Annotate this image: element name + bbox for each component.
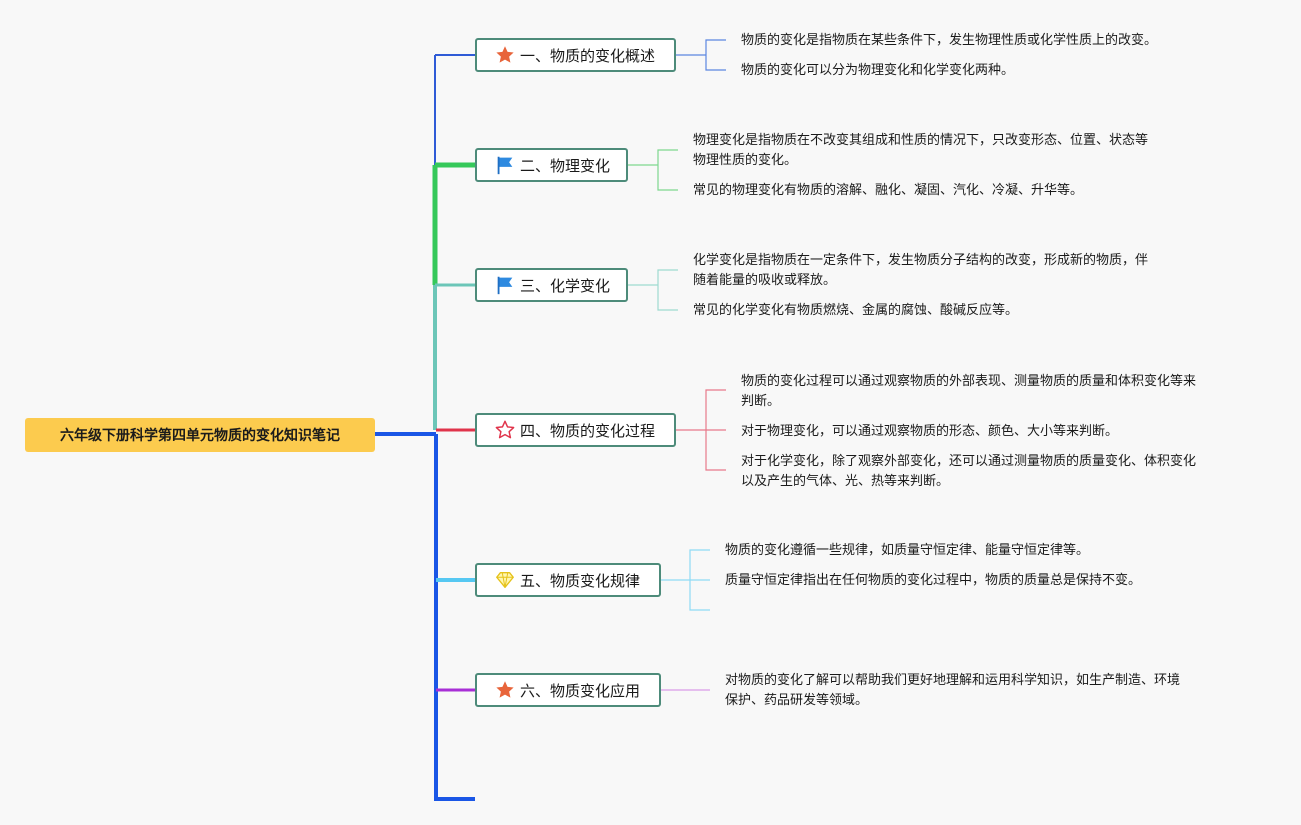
sub-bracket-2 xyxy=(657,149,678,191)
star-orange-icon xyxy=(494,44,516,66)
note-2-1[interactable]: 物理变化是指物质在不改变其组成和性质的情况下，只改变形态、位置、状态等 物理性质… xyxy=(693,131,1148,171)
topic-6[interactable]: 六、物质变化应用 xyxy=(475,673,661,707)
sub-bracket-3 xyxy=(657,269,678,311)
note-line: 保护、药品研发等领域。 xyxy=(725,693,869,708)
root-title: 六年级下册科学第四单元物质的变化知识笔记 xyxy=(60,428,340,444)
topic-label: 一、物质的变化概述 xyxy=(520,46,656,65)
note-5-1[interactable]: 物质的变化遵循一些规律，如质量守恒定律、能量守恒定律等。 xyxy=(725,541,1089,561)
diamond-yellow-icon xyxy=(494,569,516,591)
topic-label: 二、物理变化 xyxy=(520,156,611,175)
note-line: 质量守恒定律指出在任何物质的变化过程中，物质的质量总是保持不变。 xyxy=(725,573,1142,588)
note-5-2[interactable]: 质量守恒定律指出在任何物质的变化过程中，物质的质量总是保持不变。 xyxy=(725,571,1141,591)
note-2-2[interactable]: 常见的物理变化有物质的溶解、融化、凝固、汽化、冷凝、升华等。 xyxy=(693,181,1083,201)
note-line: 物质的变化过程可以通过观察物质的外部表现、测量物质的质量和体积变化等来 xyxy=(741,374,1197,389)
topic-3[interactable]: 三、化学变化 xyxy=(475,268,628,302)
note-line: 常见的化学变化有物质燃烧、金属的腐蚀、酸碱反应等。 xyxy=(693,303,1019,318)
note-6-1[interactable]: 对物质的变化了解可以帮助我们更好地理解和运用科学知识，如生产制造、环境 保护、药… xyxy=(725,671,1180,711)
flag-blue-icon xyxy=(494,274,516,296)
topic-1[interactable]: 一、物质的变化概述 xyxy=(475,38,676,72)
note-line: 化学变化是指物质在一定条件下，发生物质分子结构的改变，形成新的物质，伴 xyxy=(693,253,1149,268)
note-3-1[interactable]: 化学变化是指物质在一定条件下，发生物质分子结构的改变，形成新的物质，伴 随着能量… xyxy=(693,251,1148,291)
flag-blue-icon xyxy=(494,154,516,176)
topic-label: 四、物质的变化过程 xyxy=(520,421,656,440)
note-line: 判断。 xyxy=(741,394,781,409)
topic-label: 三、化学变化 xyxy=(520,276,611,295)
note-line: 物理性质的变化。 xyxy=(693,153,798,168)
root-topic[interactable]: 六年级下册科学第四单元物质的变化知识笔记 xyxy=(25,418,375,452)
note-3-2[interactable]: 常见的化学变化有物质燃烧、金属的腐蚀、酸碱反应等。 xyxy=(693,301,1018,321)
note-4-2[interactable]: 对于物理变化，可以通过观察物质的形态、颜色、大小等来判断。 xyxy=(741,422,1118,442)
note-4-3[interactable]: 对于化学变化，除了观察外部变化，还可以通过测量物质的质量变化、体积变化 以及产生… xyxy=(741,452,1196,492)
trunk-lower xyxy=(434,434,475,801)
note-line: 以及产生的气体、光、热等来判断。 xyxy=(741,474,950,489)
note-1-2[interactable]: 物质的变化可以分为物理变化和化学变化两种。 xyxy=(741,61,1014,81)
topic-4[interactable]: 四、物质的变化过程 xyxy=(475,413,676,447)
topic-5[interactable]: 五、物质变化规律 xyxy=(475,563,661,597)
note-4-1[interactable]: 物质的变化过程可以通过观察物质的外部表现、测量物质的质量和体积变化等来 判断。 xyxy=(741,372,1196,412)
star-outline-red-icon xyxy=(494,419,516,441)
note-line: 物质的变化遵循一些规律，如质量守恒定律、能量守恒定律等。 xyxy=(725,543,1090,558)
topic-label: 五、物质变化规律 xyxy=(520,571,641,590)
note-line: 随着能量的吸收或释放。 xyxy=(693,273,837,288)
topic-2[interactable]: 二、物理变化 xyxy=(475,148,628,182)
sub-bracket-4 xyxy=(705,389,726,471)
topic-label: 六、物质变化应用 xyxy=(520,681,641,700)
note-line: 常见的物理变化有物质的溶解、融化、凝固、汽化、冷凝、升华等。 xyxy=(693,183,1084,198)
note-line: 物质的变化是指物质在某些条件下，发生物理性质或化学性质上的改变。 xyxy=(741,33,1158,48)
note-line: 对于化学变化，除了观察外部变化，还可以通过测量物质的质量变化、体积变化 xyxy=(741,454,1197,469)
sub-bracket-1 xyxy=(705,39,726,71)
note-line: 物质的变化可以分为物理变化和化学变化两种。 xyxy=(741,63,1015,78)
star-orange-icon xyxy=(494,679,516,701)
sub-bracket-5 xyxy=(689,549,710,611)
note-line: 对于物理变化，可以通过观察物质的形态、颜色、大小等来判断。 xyxy=(741,424,1119,439)
note-1-1[interactable]: 物质的变化是指物质在某些条件下，发生物理性质或化学性质上的改变。 xyxy=(741,31,1157,51)
note-line: 对物质的变化了解可以帮助我们更好地理解和运用科学知识，如生产制造、环境 xyxy=(725,673,1181,688)
note-line: 物理变化是指物质在不改变其组成和性质的情况下，只改变形态、位置、状态等 xyxy=(693,133,1149,148)
